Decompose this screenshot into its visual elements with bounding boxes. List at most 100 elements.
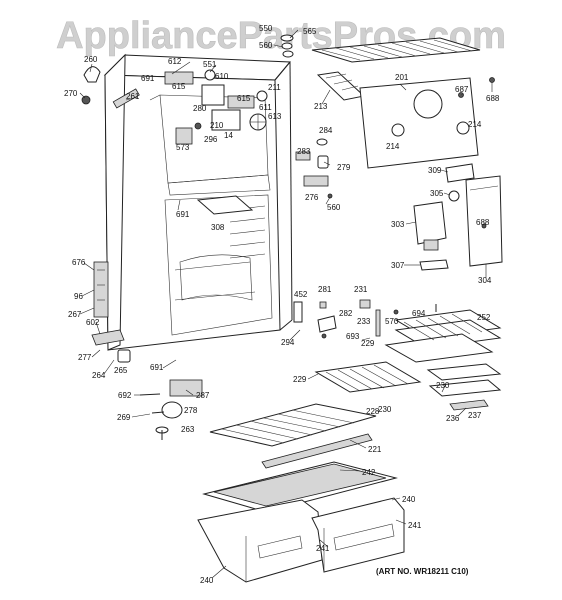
callout-308: 308 <box>211 223 225 232</box>
callout-241-b: 241 <box>316 544 330 553</box>
callout-282: 282 <box>339 309 353 318</box>
callout-283: 283 <box>297 147 311 156</box>
callout-570: 570 <box>385 317 399 326</box>
callout-231: 231 <box>354 285 368 294</box>
callout-261: 261 <box>126 92 140 101</box>
crisper-cover-242 <box>202 461 398 513</box>
top-small-parts <box>280 34 294 58</box>
callout-560: 560 <box>259 41 273 50</box>
callout-252: 252 <box>477 313 491 322</box>
callout-309: 309 <box>428 166 442 175</box>
crisper-drawers-240 <box>197 497 405 583</box>
refrigerator-cabinet <box>91 53 293 351</box>
callout-691-b: 691 <box>176 210 190 219</box>
callout-550: 550 <box>259 24 273 33</box>
shelf-trim-221 <box>261 433 373 469</box>
upper-right-shelf <box>384 309 502 363</box>
callout-267: 267 <box>68 310 82 319</box>
callout-687: 687 <box>455 85 469 94</box>
callout-233: 233 <box>357 317 371 326</box>
callout-277: 277 <box>78 353 92 362</box>
callout-264: 264 <box>92 371 106 380</box>
art-number: (ART NO. WR18211 C10) <box>376 567 469 576</box>
callout-278: 278 <box>184 406 198 415</box>
callout-214-b: 214 <box>386 142 400 151</box>
callout-230-b: 230 <box>378 405 392 414</box>
callout-229: 229 <box>361 339 375 348</box>
callout-452: 452 <box>294 290 308 299</box>
callout-labels: 550 560 565 260 270 261 612 551 610 691 … <box>64 24 500 585</box>
callout-265: 265 <box>114 366 128 375</box>
callout-691: 691 <box>141 74 155 83</box>
callout-213: 213 <box>314 102 328 111</box>
callout-602: 602 <box>86 318 100 327</box>
callout-214: 214 <box>468 120 482 129</box>
ice-tray <box>316 71 366 101</box>
control-housing-parts <box>164 69 268 145</box>
callout-691-c: 691 <box>150 363 164 372</box>
lower-hinge-and-roller-parts <box>117 349 203 440</box>
callout-296: 296 <box>204 135 218 144</box>
callout-304: 304 <box>478 276 492 285</box>
callout-694: 694 <box>412 309 426 318</box>
shelf-230-right <box>426 363 502 411</box>
callout-307: 307 <box>391 261 405 270</box>
callout-96: 96 <box>74 292 83 301</box>
callout-281: 281 <box>318 285 332 294</box>
callout-210: 210 <box>210 121 224 130</box>
callout-240-b: 240 <box>200 576 214 585</box>
callout-611: 611 <box>259 103 272 112</box>
center-bracket-parts <box>293 299 437 339</box>
callout-260: 260 <box>84 55 98 64</box>
callout-201: 201 <box>395 73 409 82</box>
callout-688: 688 <box>486 94 500 103</box>
callout-240: 240 <box>402 495 416 504</box>
callout-236: 236 <box>446 414 460 423</box>
callout-294: 294 <box>281 338 295 347</box>
callout-229-b: 229 <box>293 375 307 384</box>
callout-615: 615 <box>172 82 186 91</box>
callout-279: 279 <box>337 163 351 172</box>
top-hinge-parts <box>81 66 140 109</box>
screw-688 <box>489 77 495 83</box>
evaporator-cover <box>359 77 479 169</box>
callout-615-b: 615 <box>237 94 251 103</box>
glass-shelf-228 <box>209 403 377 447</box>
callout-280: 280 <box>193 104 207 113</box>
callout-560-b: 560 <box>327 203 341 212</box>
callout-284: 284 <box>319 126 333 135</box>
freezer-shelf <box>196 195 254 215</box>
callout-693: 693 <box>346 332 360 341</box>
callout-676: 676 <box>72 258 86 267</box>
callout-688-b: 688 <box>476 218 490 227</box>
callout-287: 287 <box>196 391 210 400</box>
callout-228: 228 <box>366 407 380 416</box>
callout-241: 241 <box>408 521 422 530</box>
crisper-control-parts <box>413 163 503 271</box>
callout-610: 610 <box>215 72 229 81</box>
callout-14: 14 <box>224 131 233 140</box>
callout-211: 211 <box>268 83 281 92</box>
callout-230: 230 <box>436 381 450 390</box>
callout-263: 263 <box>181 425 195 434</box>
damper-parts <box>295 138 333 199</box>
callout-242: 242 <box>362 468 376 477</box>
watermark-text: AppliancePartsPros.com <box>56 15 506 57</box>
callout-692: 692 <box>118 391 132 400</box>
callout-237: 237 <box>468 411 482 420</box>
callout-573: 573 <box>176 143 190 152</box>
callout-221: 221 <box>368 445 382 454</box>
callout-303: 303 <box>391 220 405 229</box>
callout-613: 613 <box>268 112 282 121</box>
callout-270: 270 <box>64 89 78 98</box>
callout-305: 305 <box>430 189 444 198</box>
leader-lines <box>79 29 493 579</box>
callout-565: 565 <box>303 27 317 36</box>
callout-269: 269 <box>117 413 131 422</box>
wire-shelf-229 <box>314 361 422 393</box>
callout-551: 551 <box>203 60 217 69</box>
freezer-shelf-wire <box>311 37 481 63</box>
callout-276: 276 <box>305 193 319 202</box>
callout-612: 612 <box>168 57 182 66</box>
